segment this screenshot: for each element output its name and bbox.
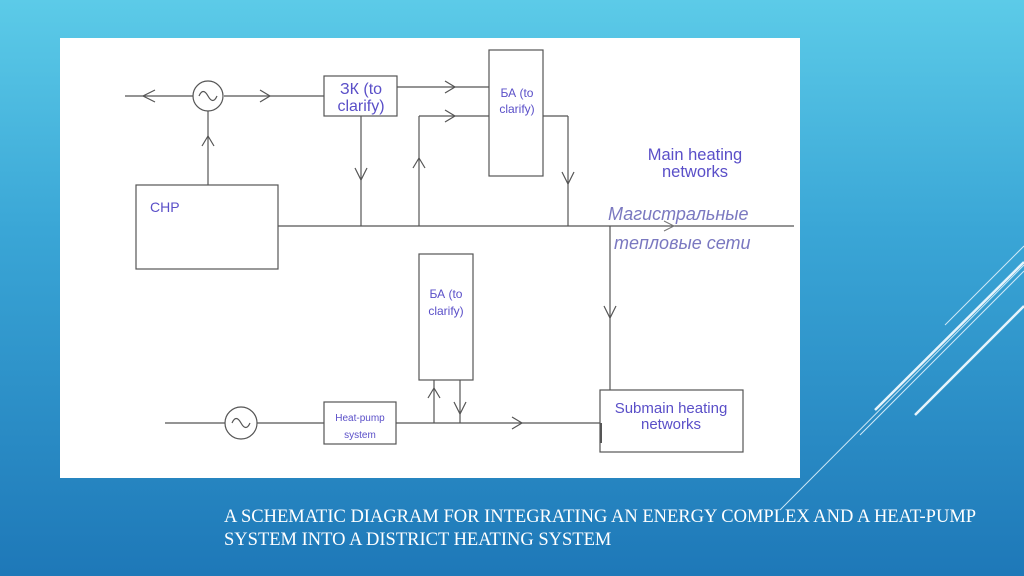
ba-top-label: БА (to clarify) — [499, 86, 535, 117]
main-heating-label: Main heating networks — [647, 146, 743, 182]
slide-caption: A SCHEMATIC DIAGRAM FOR INTEGRATING AN E… — [224, 507, 976, 550]
russian-label-line2: тепловые сети — [614, 233, 751, 253]
submain-heating-label: Submain heating networks — [614, 400, 728, 433]
zk-label: ЗК (to clarify) — [337, 81, 385, 115]
diagram-lines — [125, 49, 794, 453]
diagram-panel: ЗК (to clarify) БА (to clarify) Main hea… — [60, 38, 800, 478]
heat-pump-label: Heat-pump system — [335, 413, 385, 441]
chp-label: CHP — [150, 199, 180, 215]
russian-label-line1: Магистральные — [608, 204, 749, 224]
ba-bottom-label: БА (to clarify) — [428, 287, 464, 319]
